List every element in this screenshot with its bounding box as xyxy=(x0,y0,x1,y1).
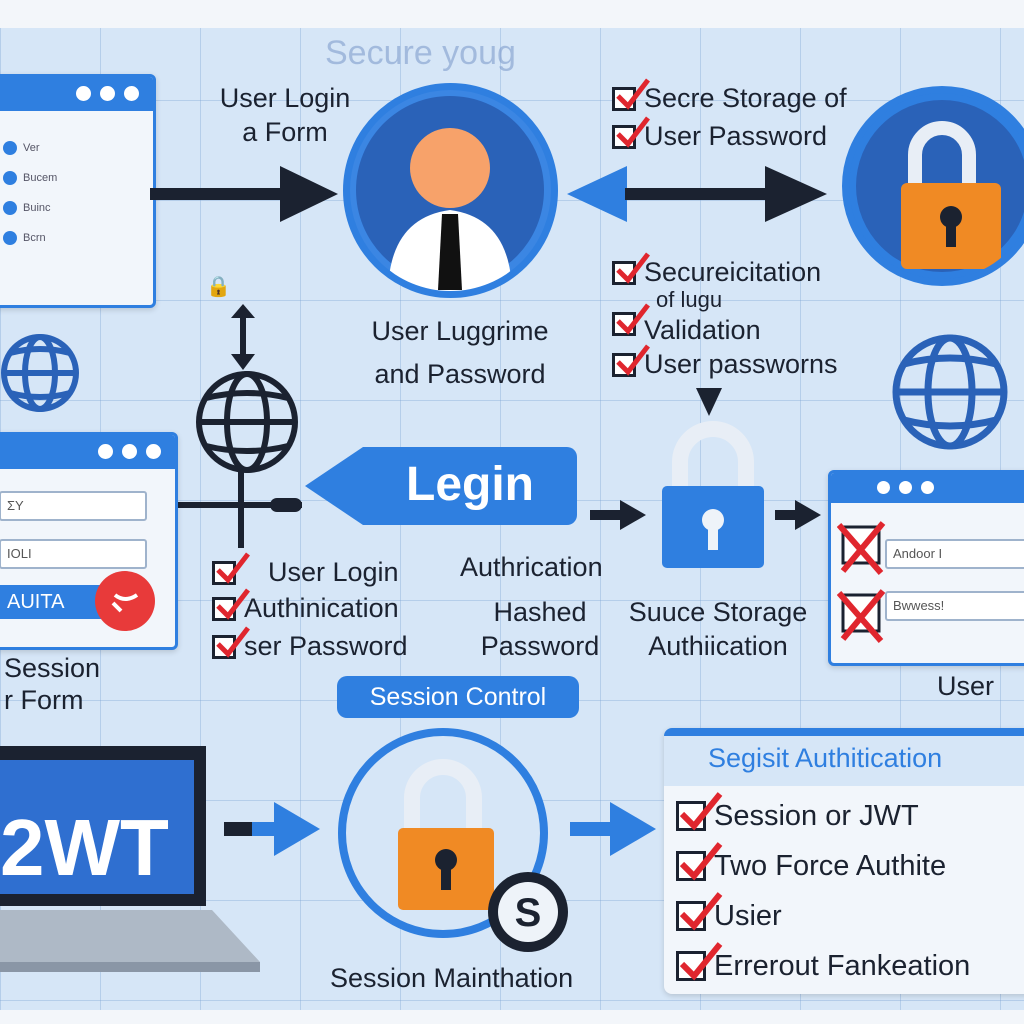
top-margin xyxy=(0,0,1024,28)
arrow-down-icon xyxy=(696,388,722,416)
check-item: Validation xyxy=(612,300,761,348)
checkbox-checked-icon xyxy=(612,116,650,149)
checkbox-checked-icon xyxy=(676,842,723,882)
radio-icon xyxy=(3,171,17,185)
watermark-title: Secure youg xyxy=(325,34,516,72)
radio-icon xyxy=(3,231,17,245)
checkbox-checked-icon xyxy=(212,626,250,659)
lock-icon xyxy=(856,100,1024,272)
session-maintenance-label: Session Mainthation xyxy=(330,963,574,993)
bottom-margin xyxy=(0,1010,1024,1024)
check-item: Usier xyxy=(676,892,782,934)
user-credentials-window: Andoor I Bwwess! xyxy=(828,470,1024,666)
invalid-x-icon xyxy=(837,589,886,643)
auth-checklist-panel: Segisit Authitication Session or JWT Two… xyxy=(664,728,1024,994)
arrow-right-icon xyxy=(224,802,320,856)
arrow-right-icon xyxy=(775,500,821,530)
user-label: User xyxy=(937,671,995,701)
globe-icon xyxy=(1,334,79,412)
field-label: Buinc xyxy=(23,202,51,214)
lock-icon xyxy=(662,421,764,568)
check-item: User Login xyxy=(212,552,399,590)
checkbox-checked-icon xyxy=(612,344,650,377)
radio-icon xyxy=(3,141,17,155)
user-icon xyxy=(356,96,544,291)
vertical-arrow-icon xyxy=(231,304,255,370)
window-controls xyxy=(877,481,934,494)
checkbox-checked-icon xyxy=(676,892,723,932)
checkbox-checked-icon xyxy=(612,252,650,285)
checkbox-checked-icon xyxy=(212,552,250,585)
secure-storage-auth-label: Suuce Storage Authiication xyxy=(628,597,808,661)
panel-header: Segisit Authitication xyxy=(664,728,1024,786)
field-label: Bucem xyxy=(23,172,58,184)
hashed-password-label: Hashed Password xyxy=(480,597,600,661)
session-s-icon: S xyxy=(488,872,568,952)
session-form-window: ΣY IOLI AUITA xyxy=(0,432,178,650)
user-input-1[interactable]: Andoor I xyxy=(885,539,1024,569)
check-item: User Password xyxy=(612,116,827,154)
checkbox-checked-icon xyxy=(676,942,723,982)
check-item: Secureicitation xyxy=(612,252,821,290)
user-logging-label: User Luggrime and Password xyxy=(371,316,549,390)
login-button[interactable]: Legin xyxy=(406,458,534,511)
login-form-window: Ver Bucem Buinc Bcrn xyxy=(0,74,156,308)
lock-circle-top xyxy=(842,86,1024,286)
radio-icon xyxy=(3,201,17,215)
checkbox-checked-icon xyxy=(676,792,723,832)
arrow-right-icon xyxy=(150,166,338,222)
window-title-bar xyxy=(0,77,153,111)
field-label: Bcrn xyxy=(23,232,46,244)
checkbox-checked-icon xyxy=(612,78,650,111)
password-input[interactable]: IOLI xyxy=(0,539,147,569)
window-title-bar xyxy=(0,435,175,469)
checkbox-checked-icon xyxy=(212,588,250,621)
check-item: Two Force Authite xyxy=(676,842,946,884)
window-controls xyxy=(98,444,161,459)
form-rows: Ver Bucem Buinc Bcrn xyxy=(3,141,143,245)
username-input[interactable]: ΣY xyxy=(0,491,147,521)
user-input-2[interactable]: Bwwess! xyxy=(885,591,1024,621)
user-login-form-label: User Login a Form xyxy=(219,83,351,147)
globe-icon xyxy=(892,334,1008,450)
check-item: Secre Storage of xyxy=(612,78,847,116)
jwt-screen-text: 2WT xyxy=(0,803,169,892)
invalid-x-icon xyxy=(837,521,886,575)
close-icon[interactable] xyxy=(93,569,157,633)
laptop-icon xyxy=(0,746,260,972)
check-item: Authinication xyxy=(212,588,399,626)
user-avatar-circle xyxy=(343,83,558,298)
field-label: Ver xyxy=(23,142,40,154)
check-item: ser Password xyxy=(212,626,408,664)
lock-icon xyxy=(398,759,494,910)
check-item: User passworns xyxy=(612,344,838,382)
partial-text: of lugu xyxy=(656,287,723,312)
check-item: Errerout Fankeation xyxy=(676,942,970,984)
check-item: Session or JWT xyxy=(676,792,919,834)
authentication-label: Authrication xyxy=(460,552,603,582)
window-title-bar xyxy=(831,473,1024,503)
checkbox-checked-icon xyxy=(612,303,650,336)
svg-text:S: S xyxy=(515,891,542,935)
session-control-badge: Session Control xyxy=(337,676,579,718)
session-form-label: Session r Form xyxy=(4,653,101,716)
double-arrow-icon xyxy=(567,166,827,222)
login-button-shape xyxy=(305,447,577,525)
window-controls xyxy=(76,86,139,101)
connector-line xyxy=(170,470,302,548)
arrow-right-icon xyxy=(590,500,646,530)
small-lock-icon: 🔒 xyxy=(206,276,231,298)
arrow-right-icon xyxy=(570,802,656,856)
globe-icon xyxy=(196,371,298,473)
